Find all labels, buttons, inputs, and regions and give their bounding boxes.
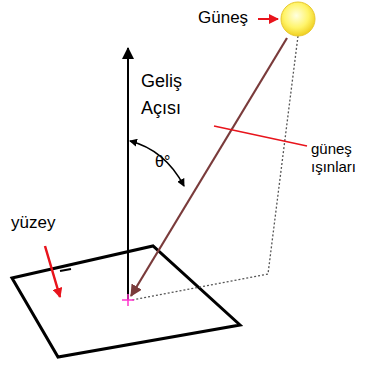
sun-ray: [131, 38, 287, 296]
pointer-arrow: [45, 246, 60, 297]
surface-plane: [12, 246, 240, 357]
surface-tick: [60, 269, 71, 271]
normal-arrow: [127, 48, 129, 300]
ray-label: güneş ışınları: [311, 140, 373, 176]
leader-line: [214, 126, 307, 146]
surface-label: yüzey: [11, 213, 71, 233]
sun-label: Güneş: [198, 8, 258, 28]
point-mark: [127, 294, 129, 306]
projection-line: [132, 36, 298, 300]
pointer-arrow: [258, 18, 278, 20]
angle-label: Geliş Açısı: [141, 68, 203, 122]
angle-arc: [130, 141, 184, 186]
sun-circle: [281, 2, 315, 36]
theta-label: θ°: [155, 152, 185, 171]
